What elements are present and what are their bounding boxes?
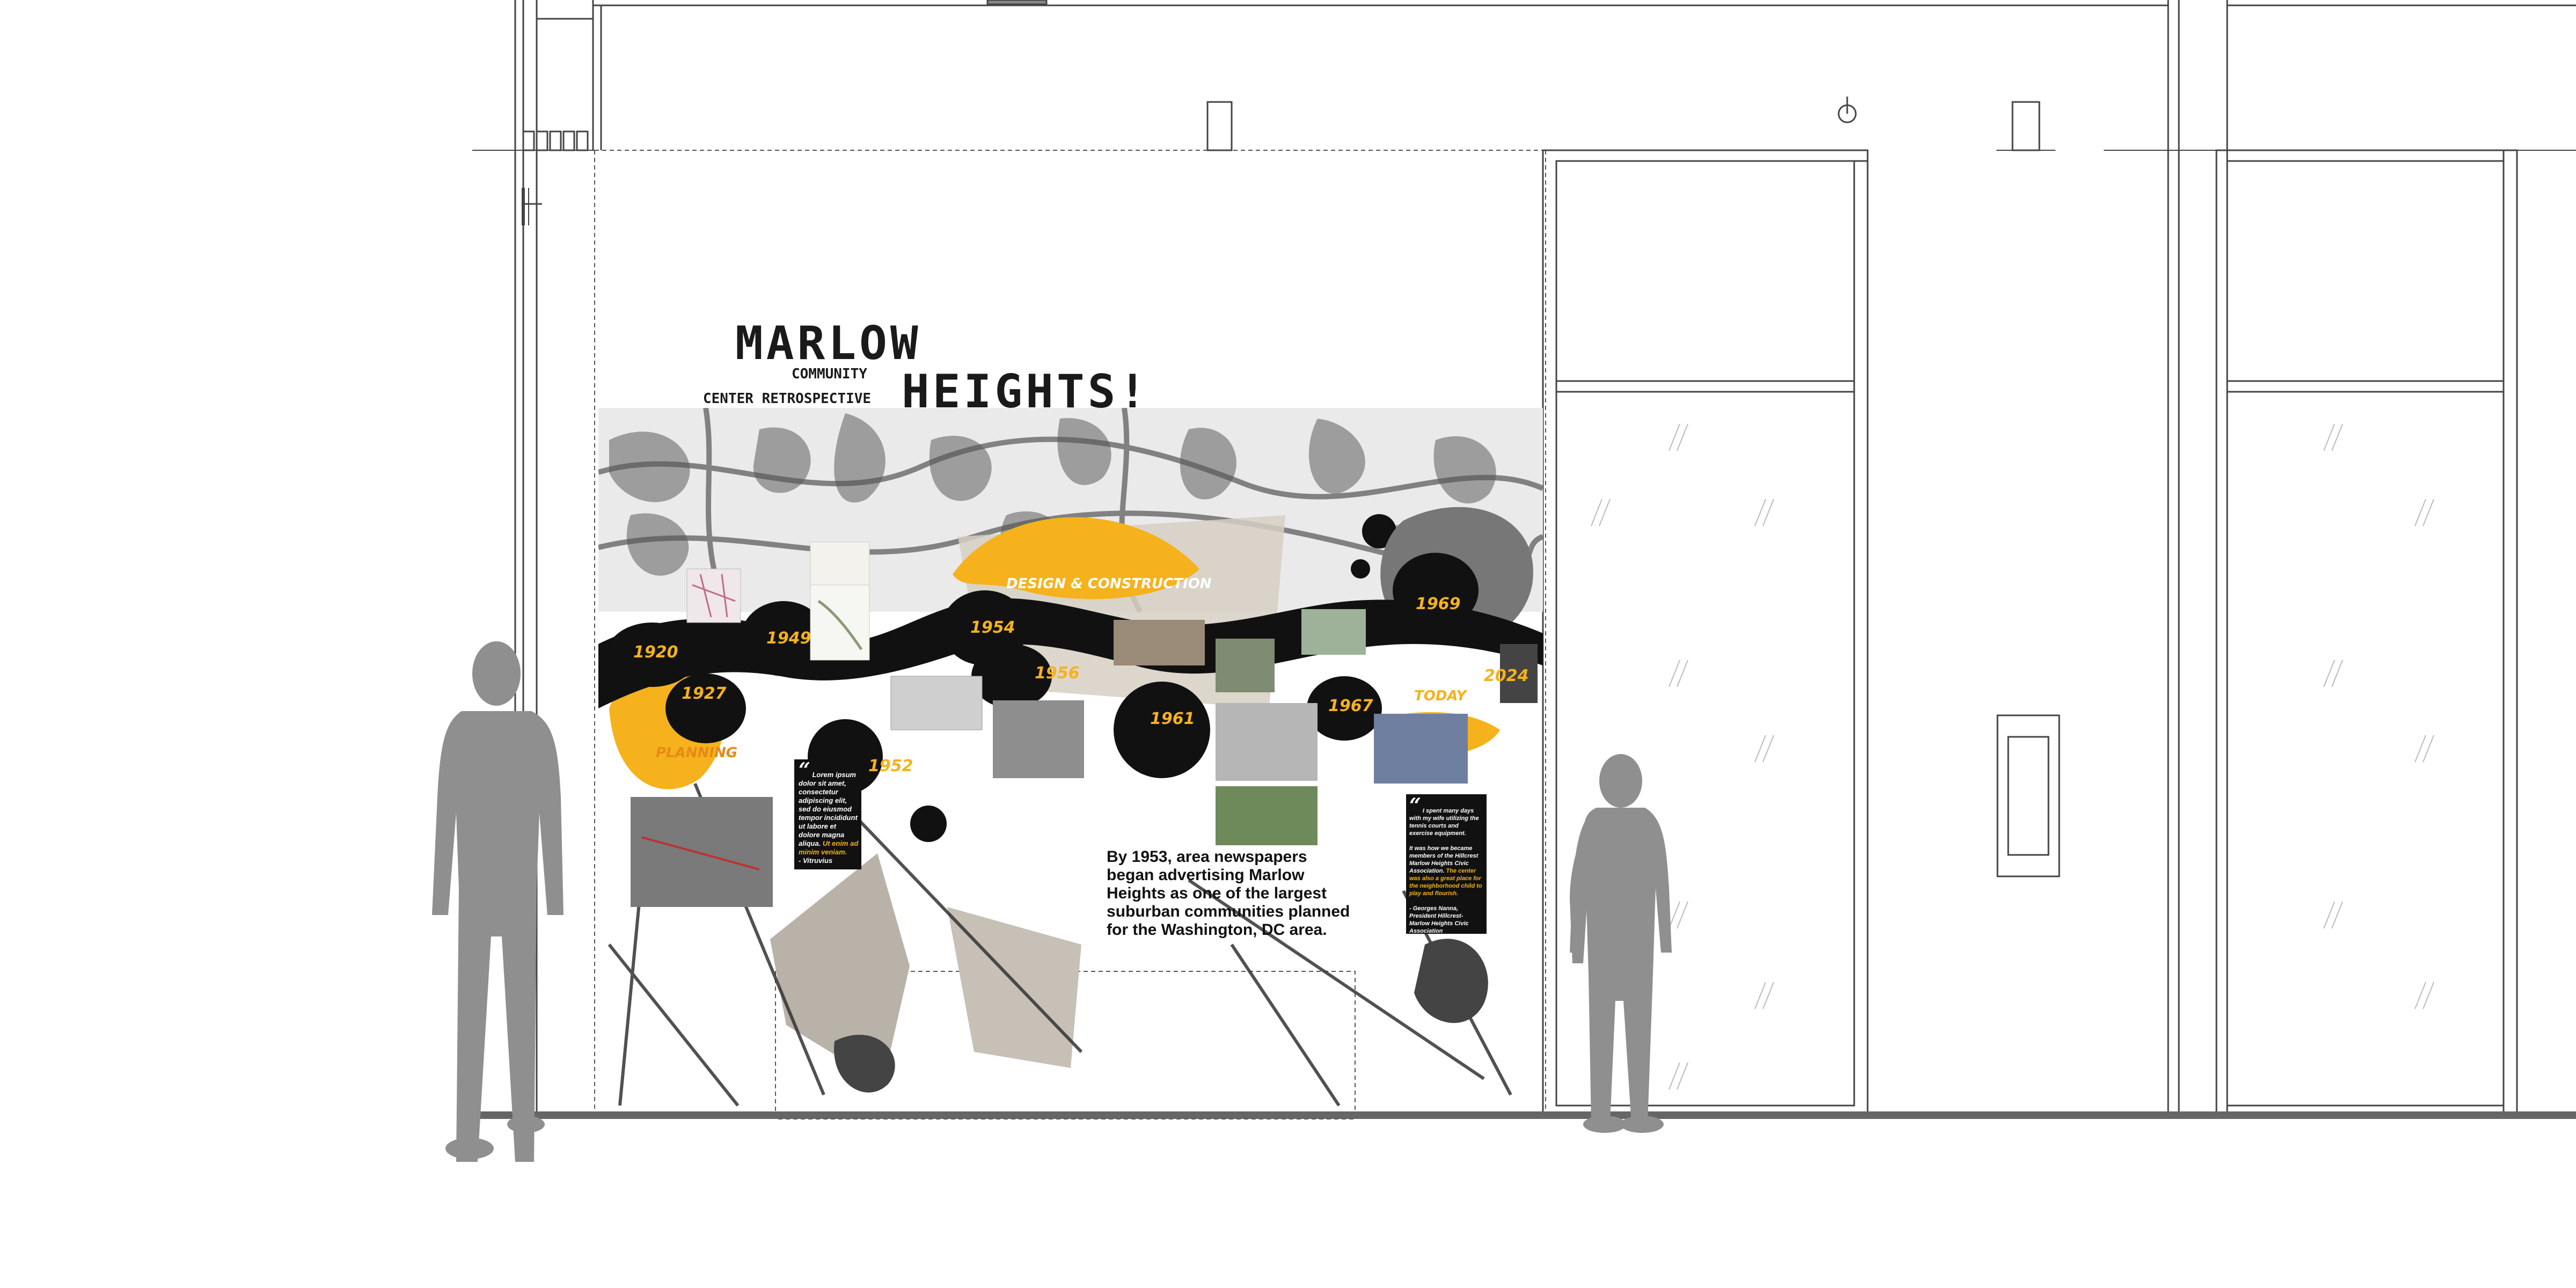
quote-right-attribution: - Georges Nanna, President Hillcrest-Mar… (1409, 905, 1469, 934)
quote-left-highlight: Ut enim ad minim veniam. (799, 839, 859, 856)
quote-left-text: Lorem ipsum dolor sit amet, consectetur … (799, 771, 858, 847)
adult-silhouette (432, 641, 564, 1162)
year-1967: 1967 (1328, 697, 1373, 715)
mural-artwork (598, 408, 1543, 1107)
year-1969: 1969 (1416, 595, 1461, 613)
title-sub2: CENTER RETROSPECTIVE (703, 391, 872, 407)
stage-design-label: DESIGN & CONSTRUCTION (1006, 576, 1212, 592)
stage-planning-label: PLANNING (656, 745, 738, 761)
year-2024: 2024 (1484, 667, 1529, 685)
quote-left-attribution: - Vitruvius (799, 857, 833, 865)
history-blurb: By 1953, area newspapers began advertisi… (1107, 848, 1350, 939)
title-sub1: COMMUNITY (792, 366, 867, 382)
quote-left: “ Lorem ipsum dolor sit amet, consectetu… (799, 760, 859, 865)
title-line1: MARLOW (735, 317, 921, 370)
quote-right-text2: It was how we became members of the Hill… (1409, 845, 1479, 874)
historic-photos (631, 541, 1538, 907)
quote-right: “ I spent many days with my wife utilizi… (1409, 795, 1482, 935)
stage-today-label: TODAY (1414, 688, 1467, 704)
year-1949: 1949 (766, 629, 811, 648)
child-silhouette (1570, 754, 1672, 1133)
year-1961: 1961 (1150, 709, 1195, 728)
quote-right-box (1406, 794, 1487, 934)
quote-left-box (794, 759, 861, 869)
design-blob (953, 517, 1199, 599)
year-1927: 1927 (682, 684, 727, 703)
quote-open-mark-right: “ (1409, 793, 1421, 817)
year-1952: 1952 (868, 757, 913, 775)
quote-right-highlight: The center was also a great place for th… (1409, 868, 1482, 897)
quote-open-mark: “ (799, 758, 810, 782)
year-1920: 1920 (633, 643, 678, 662)
year-1956: 1956 (1035, 664, 1080, 683)
year-1954: 1954 (970, 618, 1015, 637)
title-line2: HEIGHTS! (902, 365, 1150, 419)
quote-right-text1: I spent many days with my wife utilizing… (1409, 808, 1479, 837)
